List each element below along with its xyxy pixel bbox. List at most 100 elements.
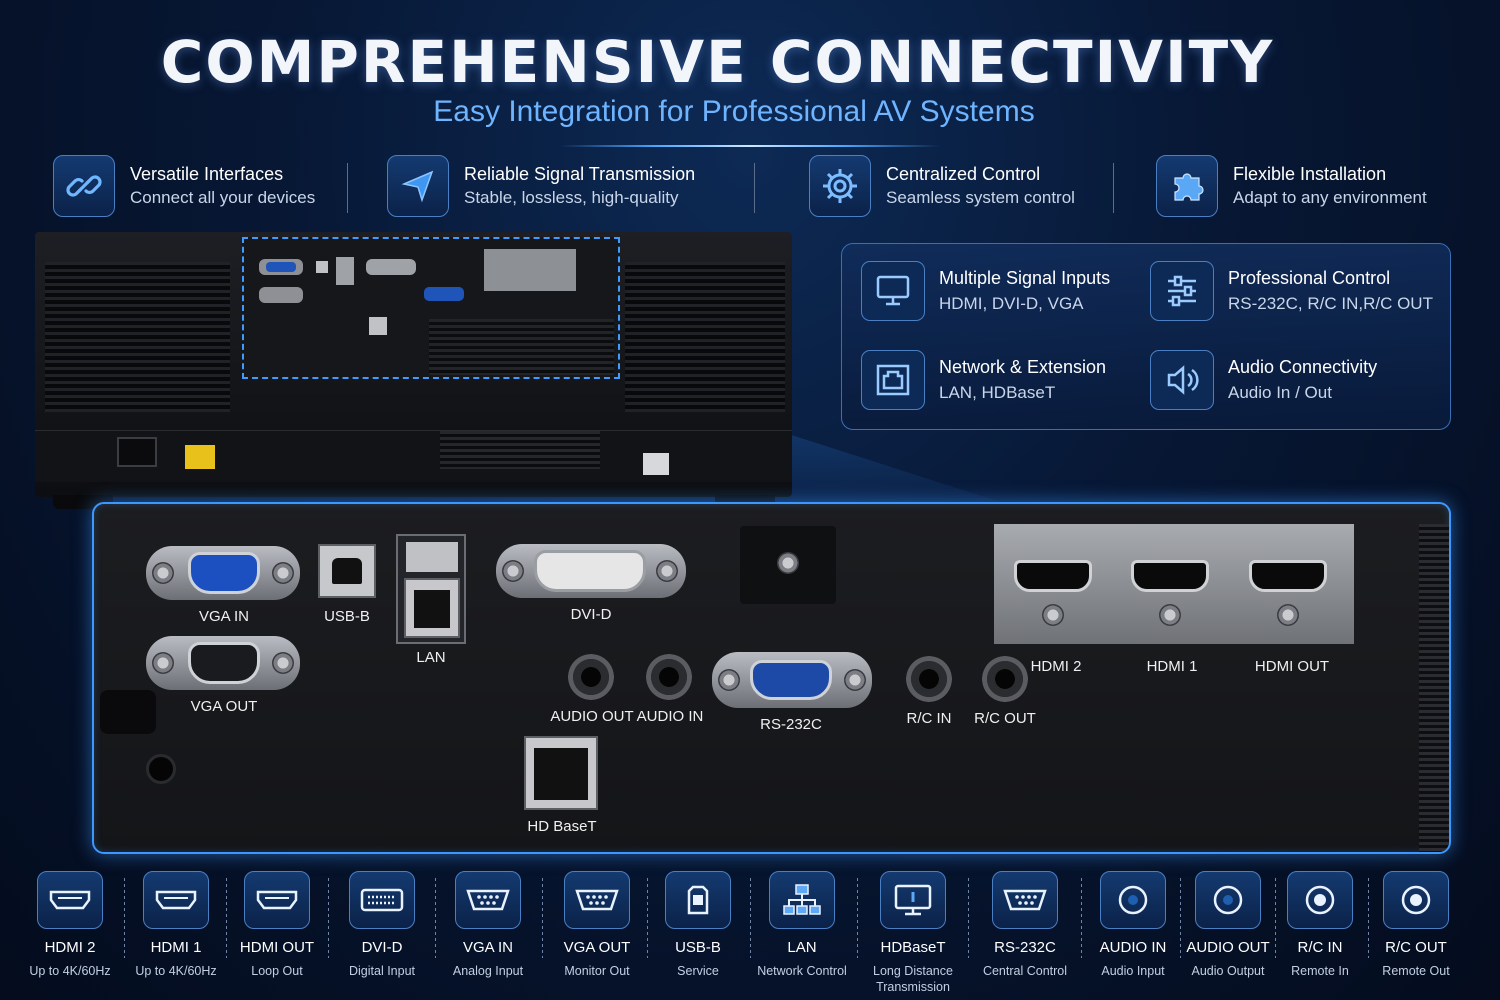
- feature-title: Reliable Signal Transmission: [464, 164, 696, 184]
- port-legend: HDMI 2 Up to 4K/60Hz HDMI 1 Up to 4K/60H…: [0, 866, 1500, 996]
- feature-title: Flexible Installation: [1233, 164, 1387, 184]
- page-subtitle: Easy Integration for Professional AV Sys…: [433, 95, 1035, 128]
- port-name: HDMI OUT: [239, 939, 315, 956]
- audio-jack-icon: [1100, 871, 1166, 929]
- signal-control: Professional Control RS-232C, R/C IN,R/C…: [1150, 261, 1433, 321]
- vga-icon: [564, 871, 630, 929]
- port-desc: Up to 4K/60Hz: [135, 964, 217, 978]
- side-latch: [100, 690, 156, 734]
- dvi-d-label: DVI-D: [570, 606, 612, 623]
- vga-in-label: VGA IN: [198, 608, 250, 625]
- legend-divider: [124, 878, 125, 958]
- mount-plate: [740, 526, 836, 604]
- feature-desc: Seamless system control: [886, 188, 1075, 207]
- right-vent: [625, 262, 785, 412]
- port-name: RS-232C: [994, 939, 1056, 956]
- port-audio-in: AUDIO IN Audio Input: [1078, 866, 1188, 979]
- feature-reliable-signal: Reliable Signal Transmission Stable, los…: [387, 155, 695, 217]
- feature-centralized-control: Centralized Control Seamless system cont…: [809, 155, 1075, 217]
- audio-in-jack: [646, 654, 692, 700]
- port-hdmi1: HDMI 1 Up to 4K/60Hz: [121, 866, 231, 979]
- port-name: HDMI 2: [44, 939, 96, 956]
- feature-desc: Stable, lossless, high-quality: [464, 188, 679, 207]
- audio-jack-icon: [1195, 871, 1261, 929]
- port-vga-out: VGA OUT Monitor Out: [542, 866, 652, 979]
- port-name: R/C OUT: [1385, 939, 1447, 956]
- legend-divider: [435, 878, 436, 958]
- port-desc: Analog Input: [452, 964, 524, 978]
- port-name: R/C IN: [1297, 939, 1343, 956]
- hdmi-out-label: HDMI OUT: [1254, 658, 1330, 675]
- port-name: USB-B: [675, 939, 721, 956]
- connection-panel-highlight: [242, 237, 620, 379]
- legend-divider: [328, 878, 329, 958]
- port-name: LAN: [787, 939, 817, 956]
- port-desc: Audio Input: [1101, 964, 1165, 978]
- port-name: HDMI 1: [150, 939, 202, 956]
- port-desc: Remote Out: [1382, 964, 1450, 978]
- hdbaset-label: HD BaseT: [527, 818, 597, 835]
- vga-icon: [455, 871, 521, 929]
- legend-divider: [226, 878, 227, 958]
- port-desc: Remote In: [1291, 964, 1349, 978]
- hdmi2-label: HDMI 2: [1030, 658, 1082, 675]
- port-name: DVI-D: [361, 939, 403, 956]
- side-vent: [1419, 524, 1449, 852]
- usb-icon: [665, 871, 731, 929]
- legend-divider: [1368, 878, 1369, 958]
- hdbaset-port: [524, 736, 598, 810]
- hdbaset-icon: [880, 871, 946, 929]
- legend-divider: [1081, 878, 1082, 958]
- left-vent: [45, 262, 230, 412]
- legend-divider: [1180, 878, 1181, 958]
- port-desc: Service: [677, 964, 719, 978]
- hdmi1-label: HDMI 1: [1146, 658, 1198, 675]
- port-lan: LAN Network Control: [747, 866, 857, 979]
- port-hdmi-out: HDMI OUT Loop Out: [222, 866, 332, 979]
- port-desc: Long Distance Transmission: [873, 964, 953, 994]
- port-rc-out: R/C OUT Remote Out: [1361, 866, 1471, 979]
- speaker-icon: [1150, 350, 1214, 410]
- puzzle-icon: [1156, 155, 1218, 217]
- signal-title: Network & Extension: [939, 357, 1107, 377]
- port-desc: Audio Output: [1191, 964, 1265, 978]
- port-desc: Network Control: [757, 964, 847, 978]
- hdmi-out-port: [1249, 560, 1327, 592]
- audio-out-label: AUDIO OUT: [550, 708, 634, 725]
- hdmi2-port: [1014, 560, 1092, 592]
- hdmi1-port: [1131, 560, 1209, 592]
- connector-panel-closeup: VGA IN VGA OUT USB-B LAN DVI-D AUDIO OUT…: [92, 502, 1451, 854]
- ethernet-icon: [861, 350, 925, 410]
- gear-icon: [809, 155, 871, 217]
- usb-b-label: USB-B: [324, 608, 370, 625]
- signal-title: Multiple Signal Inputs: [939, 268, 1111, 288]
- sliders-icon: [1150, 261, 1214, 321]
- port-desc: Central Control: [982, 964, 1068, 978]
- network-icon: [769, 871, 835, 929]
- legend-divider: [647, 878, 648, 958]
- port-desc: Up to 4K/60Hz: [29, 964, 111, 978]
- port-name: AUDIO OUT: [1186, 939, 1270, 956]
- port-desc: Digital Input: [348, 964, 415, 978]
- port-desc: Monitor Out: [564, 964, 630, 978]
- divider: [754, 163, 755, 213]
- signal-title: Professional Control: [1228, 268, 1391, 288]
- projector-rear-view: [35, 232, 792, 509]
- signal-desc: LAN, HDBaseT: [939, 383, 1056, 402]
- legend-divider: [968, 878, 969, 958]
- projector-base: [35, 430, 792, 482]
- rc-jack-icon: [1287, 871, 1353, 929]
- dvi-icon: [349, 871, 415, 929]
- legend-divider: [542, 878, 543, 958]
- signal-desc: Audio In / Out: [1228, 383, 1332, 402]
- hdmi-icon: [143, 871, 209, 929]
- signal-inputs: Multiple Signal Inputs HDMI, DVI-D, VGA: [861, 261, 1110, 321]
- kensington-slot: [146, 754, 176, 784]
- feature-versatile-interfaces: Versatile Interfaces Connect all your de…: [53, 155, 315, 217]
- port-dvi-d: DVI-D Digital Input: [327, 866, 437, 979]
- page-title: COMPREHENSIVE CONNECTIVITY: [160, 28, 1275, 96]
- rc-in-jack: [906, 656, 952, 702]
- rc-in-label: R/C IN: [906, 710, 952, 727]
- signal-desc: HDMI, DVI-D, VGA: [939, 294, 1084, 313]
- lan-port: [396, 534, 466, 644]
